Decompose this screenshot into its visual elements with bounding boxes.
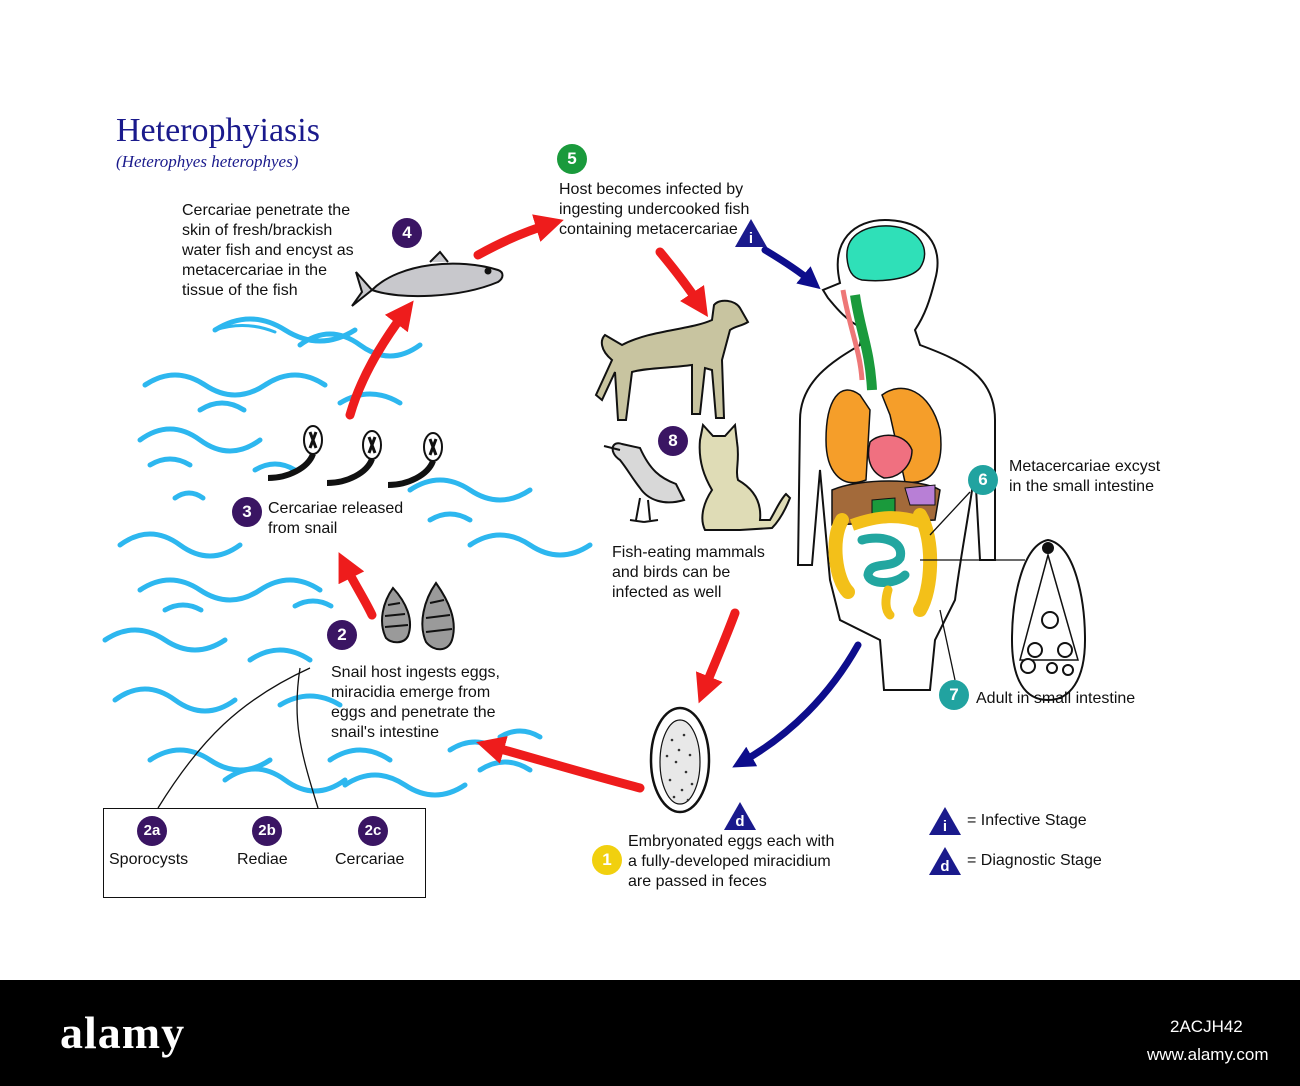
step-4-text: Cercariae penetrate the skin of fresh/br…	[182, 202, 354, 299]
svg-text:i: i	[943, 818, 947, 835]
stock-image-id: 2ACJH42	[1170, 1017, 1243, 1036]
step-8-badge: 8	[658, 426, 688, 456]
embryonated-egg	[649, 706, 711, 814]
step-3-badge: 3	[232, 497, 262, 527]
step-4-badge: 4	[392, 218, 422, 248]
svg-text:d: d	[940, 858, 949, 875]
step-2a-badge: 2a	[137, 816, 167, 846]
adult-fluke-illustration	[1010, 538, 1087, 702]
diagram-title: Heterophyiasis	[116, 112, 320, 149]
step-6-text: Metacercariae excyst in the small intest…	[1009, 458, 1161, 495]
cat-illustration	[698, 422, 792, 531]
step-7-badge: 7	[939, 680, 969, 710]
dog-illustration	[594, 299, 750, 421]
step-5-badge: 5	[557, 144, 587, 174]
step-8-text: Fish-eating mammals and birds can be inf…	[612, 544, 765, 601]
step-1-text: Embryonated eggs each with a fully-devel…	[628, 833, 835, 890]
sporocysts-label: Sporocysts	[109, 851, 189, 868]
svg-text:d: d	[735, 813, 744, 830]
stock-site-url: www.alamy.com	[1147, 1045, 1269, 1064]
step-6-badge: 6	[968, 465, 998, 495]
watermark-bar	[0, 980, 1300, 1086]
cercariae-label: Cercariae	[335, 851, 405, 868]
rediae-label: Rediae	[237, 851, 288, 868]
water-waves	[102, 316, 593, 798]
fish-illustration	[351, 250, 504, 307]
life-cycle-artwork	[102, 214, 1087, 873]
step-2c-badge: 2c	[358, 816, 388, 846]
step-7-text: Adult in small intestine	[976, 690, 1136, 707]
legend-infective-icon: i	[929, 807, 961, 835]
svg-text:i: i	[749, 230, 753, 247]
step-2-badge: 2	[327, 620, 357, 650]
blue-arrows	[732, 246, 862, 768]
step-5-text: Host becomes infected by ingesting under…	[559, 181, 750, 238]
step-3-text: Cercariae released from snail	[268, 500, 404, 537]
diagram-canvas: Heterophyiasis (Heterophyes heterophyes)…	[102, 112, 1161, 898]
cercariae-illustrations	[267, 425, 443, 488]
infective-stage-icon: i	[735, 219, 767, 247]
legend-diagnostic-text: = Diagnostic Stage	[967, 852, 1102, 869]
snail-illustrations	[381, 581, 455, 651]
step-2-text: Snail host ingests eggs, miracidia emerg…	[331, 664, 500, 741]
alamy-logo: alamy	[60, 1007, 186, 1058]
step-1-badge: 1	[592, 845, 622, 875]
legend-diagnostic-icon: d	[929, 847, 961, 875]
bird-illustration	[603, 442, 686, 523]
diagnostic-stage-icon: d	[724, 802, 756, 830]
human-illustration	[796, 218, 996, 691]
legend-infective-text: = Infective Stage	[967, 812, 1087, 829]
callout-lines	[920, 491, 1025, 681]
snail-callout-lines	[157, 667, 319, 809]
diagram-subtitle: (Heterophyes heterophyes)	[116, 152, 299, 171]
step-2b-badge: 2b	[252, 816, 282, 846]
